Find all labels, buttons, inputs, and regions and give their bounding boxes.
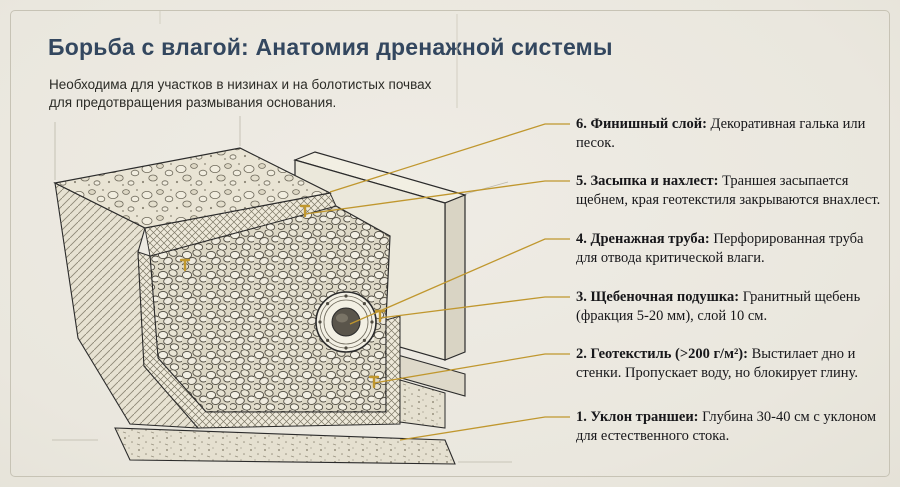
annotation-label: 6. Финишный слой:: [576, 116, 707, 132]
subtitle-line-2: для предотвращения размывания основания.: [49, 95, 337, 110]
marker-pin: [179, 258, 191, 272]
annotation-gravel-bed: 3. Щебеночная подушка: Гранитный щебень …: [576, 288, 888, 326]
annotation-label: 3. Щебеночная подушка:: [576, 289, 740, 305]
annotation-text: Выстилает дно и стенки. Пропускает воду,…: [576, 346, 858, 381]
annotation-text: Глубина 30-40 см с уклоном для естествен…: [576, 409, 877, 444]
base-layer: [114, 427, 456, 465]
drainage-diagram: [52, 116, 512, 465]
annotation-text: Перфорированная труба для отвода критиче…: [576, 231, 864, 266]
page-title: Борьба с влагой: Анатомия дренажной сист…: [48, 34, 613, 60]
annotation-label: 5. Засыпка и нахлест:: [576, 173, 719, 189]
annotation-text: Траншея засыпается щебнем, края геотекст…: [576, 173, 881, 208]
annotation-text: Гранитный щебень (фракция 5-20 мм), слой…: [576, 289, 861, 324]
annotation-label: 1. Уклон траншеи:: [576, 409, 699, 425]
annotation-finish-layer: 6. Финишный слой: Декоративная галька ил…: [576, 115, 888, 153]
annotation-text: Декоративная галька или песок.: [576, 116, 866, 151]
annotation-geotextile: 2. Геотекстиль (>200 г/м²): Выстилает дн…: [576, 345, 888, 383]
page-subtitle: Необходима для участков в низинах и на б…: [49, 76, 431, 112]
drain-pipe: [315, 291, 377, 353]
annotation-label: 4. Дренажная труба:: [576, 231, 710, 247]
annotation-trench-slope: 1. Уклон траншеи: Глубина 30-40 см с укл…: [576, 408, 888, 446]
annotation-label: 2. Геотекстиль (>200 г/м²):: [576, 346, 748, 362]
subtitle-line-1: Необходима для участков в низинах и на б…: [49, 77, 432, 92]
annotation-drain-pipe: 4. Дренажная труба: Перфорированная труб…: [576, 230, 888, 268]
annotation-backfill: 5. Засыпка и нахлест: Траншея засыпается…: [576, 172, 888, 210]
